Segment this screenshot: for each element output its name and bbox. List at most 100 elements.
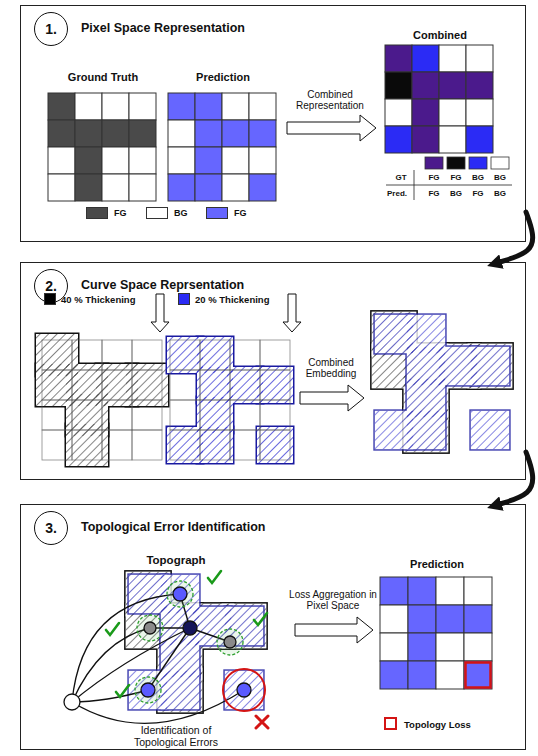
topograph: TopographIdentification of Topological E…: [61, 554, 291, 748]
ok-ring: [167, 581, 193, 607]
grid-cell: [129, 174, 156, 201]
grid-cell: [439, 126, 466, 153]
grid-cell: [195, 93, 222, 120]
key-swatch: [425, 157, 443, 169]
grid-cell: [168, 147, 195, 174]
graph-edge-curve: [72, 628, 190, 702]
shape-base: [257, 427, 293, 463]
grid-line-cell: [132, 400, 162, 430]
grid-cell: [464, 577, 492, 605]
shape-outline: [404, 408, 449, 453]
ok-ring: [137, 615, 163, 641]
grid-lines: [170, 340, 290, 460]
graph-vertex: [237, 683, 251, 697]
grid-cell: [222, 174, 249, 201]
legend-swatch: [384, 717, 397, 730]
step-number-circle: 1.: [34, 12, 68, 46]
grid-cell: [380, 633, 408, 661]
shape-outline-group: [129, 575, 263, 709]
grid-cell: [439, 99, 466, 126]
shape-base-group: [126, 572, 267, 713]
grid-line-cell: [72, 340, 102, 370]
grid-cell: [75, 93, 102, 120]
topology-loss-mark: [466, 663, 491, 688]
shape-hatch: [161, 671, 199, 709]
grid-line-cell: [260, 400, 290, 430]
grid-cell: [412, 99, 439, 126]
shape-outline-group: [167, 337, 293, 463]
shape-hatch-group: [167, 337, 293, 463]
shape-base: [257, 367, 293, 403]
shape-base: [158, 668, 203, 713]
graph-edge-curve: [72, 594, 180, 702]
arrow-label: Loss Aggregation in Pixel Space: [288, 589, 378, 611]
shape-base: [468, 344, 513, 389]
grid-line-cell: [230, 370, 260, 400]
table-rule: [414, 170, 415, 200]
grid-cell: [385, 72, 412, 99]
grid-cell: [195, 174, 222, 201]
grid-cell: [436, 633, 464, 661]
node-heading: Curve Space Reprsentation: [81, 278, 244, 292]
grid-cell: [466, 72, 493, 99]
node-heading: Prediction: [163, 71, 283, 83]
grid-line-cell: [170, 430, 200, 460]
grid-cell: [412, 126, 439, 153]
shape-hatch: [158, 668, 203, 713]
grid-line-cell: [230, 340, 260, 370]
grid-cell: [436, 661, 464, 689]
grid-cell: [75, 147, 102, 174]
grid-line-cell: [170, 340, 200, 370]
shape-hatch-group: [375, 315, 509, 449]
grid-cell: [380, 577, 408, 605]
grid-cell: [412, 72, 439, 99]
graph-vertex: [144, 622, 156, 634]
pixel-grid: Combined: [380, 29, 500, 156]
table-cell: BG: [450, 189, 462, 198]
grid-cell: [48, 120, 75, 147]
table-cell: FG: [428, 173, 439, 182]
node-heading: 2.: [45, 278, 57, 294]
grid-line-cell: [132, 370, 162, 400]
grid-cell: [48, 93, 75, 120]
grid-line-cell: [170, 370, 200, 400]
graph-curves: [72, 594, 244, 723]
shape-outline: [161, 671, 199, 709]
shape-base-group: [36, 334, 168, 466]
grid-cell: [466, 99, 493, 126]
block-arrow: [287, 115, 376, 141]
thickened-shape: [36, 334, 168, 466]
grid-cell: [102, 93, 129, 120]
shape-base: [471, 347, 509, 385]
grid-cell: [75, 174, 102, 201]
error-ring: [223, 669, 265, 711]
key-swatch: [447, 157, 465, 169]
down-arrow: [151, 294, 169, 332]
grid-line-cell: [102, 400, 132, 430]
grid-cell: [102, 120, 129, 147]
legend-swatch: [206, 207, 228, 219]
check-mark: [208, 571, 221, 583]
shape-base-group: [129, 575, 263, 709]
legend-swatch: [146, 207, 168, 219]
grid-cell: [222, 120, 249, 147]
grid-cell: [412, 45, 439, 72]
prediction-grid: [168, 93, 276, 201]
node-heading: Topograph: [146, 554, 205, 566]
grid-cell: [436, 577, 464, 605]
ok-ring: [217, 629, 243, 655]
prediction-grid: [380, 577, 492, 689]
grid-cell: [380, 605, 408, 633]
grid-cell: [168, 120, 195, 147]
grid-cell: [464, 633, 492, 661]
table-cell: FG: [428, 189, 439, 198]
shape-outline: [468, 344, 513, 389]
shape-hatch: [257, 427, 293, 463]
legend-text: FG: [234, 208, 247, 218]
grid-lines: [42, 340, 162, 460]
table-cell: Pred.: [387, 189, 407, 198]
legend-text: Topology Loss: [404, 719, 471, 730]
grid-line-cell: [230, 400, 260, 430]
